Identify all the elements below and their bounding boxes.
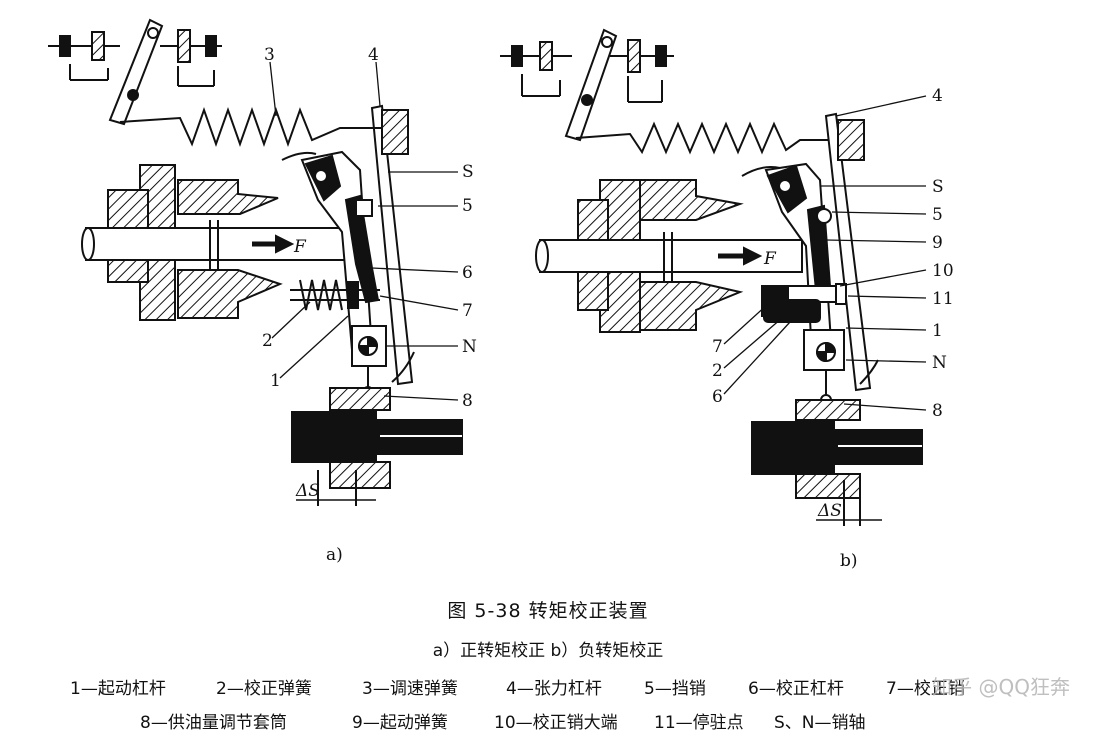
panel-b-governor-spring (575, 121, 830, 155)
panel-b-label-11: 11 (932, 289, 954, 309)
panel-b-label-8: 8 (932, 401, 943, 421)
panel-b-label-10: 10 (932, 261, 954, 281)
panel-b-mount (500, 39, 674, 103)
legend-item: 1—起动杠杆 (70, 679, 166, 699)
legend-item: 11—停驻点 (654, 713, 744, 733)
panel-b-control-sleeve (795, 399, 861, 421)
panel-b-label-dS: ΔS (817, 501, 842, 521)
panel-a-label-N: N (462, 337, 477, 357)
panel-b-drawing (500, 28, 927, 526)
panel-b-label-7: 7 (712, 337, 723, 357)
panel-b-label-9: 9 (932, 233, 943, 253)
panel-a-tension-lever (370, 104, 414, 386)
panel-a-label-1: 1 (270, 371, 281, 391)
panel-a-label-5: 5 (462, 196, 473, 216)
legend-item: 6—校正杠杆 (748, 679, 844, 699)
panel-b-caption: b) (840, 551, 858, 571)
figure-title: 图 5-38 转矩校正装置 (447, 600, 649, 622)
panel-a-label-F: F (293, 237, 307, 257)
panel-a-label-8: 8 (462, 391, 473, 411)
panel-b-label-N: N (932, 353, 947, 373)
panel-a-link-lever (108, 18, 164, 126)
legend-item: 4—张力杠杆 (506, 679, 602, 699)
panel-a-drawing (48, 18, 463, 506)
panel-b-label-S: S (932, 177, 944, 197)
legend-item: 8—供油量调节套筒 (140, 713, 287, 733)
panel-a-caption: a) (326, 545, 343, 565)
panel-a-control-sleeve (329, 387, 391, 411)
legend-item: 5—挡销 (644, 679, 706, 699)
panel-a-label-S: S (462, 162, 474, 182)
panel-a-label-4: 4 (368, 45, 379, 65)
panel-a-label-dS: ΔS (295, 481, 320, 501)
legend-item: S、N—销轴 (774, 713, 866, 733)
panel-b-label-6: 6 (712, 387, 723, 407)
legend-item: 2—校正弹簧 (216, 679, 312, 699)
panel-a-governor-spring (119, 106, 366, 148)
watermark: 知乎 @QQ狂奔 (932, 675, 1070, 699)
figure-subtitle: a）正转矩校正 b）负转矩校正 (432, 641, 664, 661)
panel-b-label-5: 5 (932, 205, 943, 225)
legend-item: 9—起动弹簧 (352, 713, 448, 733)
panel-a-label-2: 2 (262, 331, 273, 351)
panel-a-label-7: 7 (462, 301, 473, 321)
panel-a-label-3: 3 (264, 45, 275, 65)
panel-b-label-1: 1 (932, 321, 943, 341)
panel-a-label-6: 6 (462, 263, 473, 283)
panel-a-labels: 3 4 S 5 F 6 7 2 N 1 8 ΔS a) (262, 45, 477, 565)
legend-item: 7—校正销 (886, 679, 965, 699)
panel-b-labels: 4 S 5 9 F 10 11 1 7 N 2 6 8 ΔS b) (712, 86, 954, 571)
panel-b-link-lever (564, 28, 618, 142)
panel-b-label-F: F (763, 249, 777, 269)
panel-b-label-2: 2 (712, 361, 723, 381)
panel-a-mount (48, 29, 222, 87)
legend-item: 3—调速弹簧 (362, 679, 458, 699)
panel-b-label-4: 4 (932, 86, 943, 106)
legend-item: 10—校正销大端 (494, 713, 618, 733)
